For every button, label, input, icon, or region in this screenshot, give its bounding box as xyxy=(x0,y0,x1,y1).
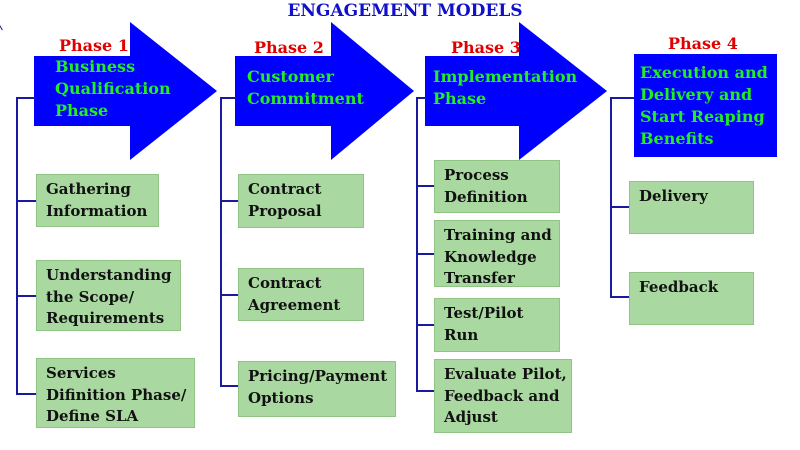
phase-3-item-evaluate-pilot: Evaluate Pilot, Feedback and Adjust xyxy=(434,359,572,433)
phase-1-connector-trunk xyxy=(16,97,18,395)
phase-3-arrow xyxy=(425,22,607,160)
phase-1-heading: Business Qualification Phase xyxy=(55,57,171,120)
phase-4-connector-trunk xyxy=(610,97,612,298)
phase-4-connector-2 xyxy=(610,296,629,298)
phase-3-connector-1 xyxy=(416,185,434,187)
phase-2-item-contract-agreement: Contract Agreement xyxy=(238,268,364,321)
phase-4-item-delivery: Delivery xyxy=(629,181,754,234)
phase-4-connector-1 xyxy=(610,206,629,208)
phase-3-label: Phase 3 xyxy=(451,38,521,57)
phase-3-connector-2 xyxy=(416,253,434,255)
phase-1-arrow xyxy=(34,22,217,160)
phase-4-connector-top xyxy=(610,97,634,99)
phase-3-item-process-definition: Process Definition xyxy=(434,160,560,213)
phase-2-heading: Customer Commitment xyxy=(247,67,364,108)
phase-2-connector-trunk xyxy=(220,97,222,387)
phase-2-connector-2 xyxy=(220,294,238,296)
phase-2-item-pricing-payment: Pricing/Payment Options xyxy=(238,361,396,417)
phase-3-item-training-transfer: Training and Knowledge Transfer xyxy=(434,220,560,287)
phase-4-label: Phase 4 xyxy=(668,34,738,53)
phase-2-arrow xyxy=(235,22,414,160)
phase-1-item-understanding-scope: Understanding the Scope/ Requirements xyxy=(36,260,181,331)
phase-2-connector-1 xyxy=(220,200,238,202)
phase-3-connector-4 xyxy=(416,390,434,392)
phase-2-connector-3 xyxy=(220,385,238,387)
phase-4-box xyxy=(634,54,777,157)
phase-2-label: Phase 2 xyxy=(254,38,324,57)
phase-1-label: Phase 1 xyxy=(59,36,129,55)
phase-1-item-gathering-information: Gathering Information xyxy=(36,174,159,227)
phase-1-item-services-definition: Services Difinition Phase/ Define SLA xyxy=(36,358,195,428)
phase-3-connector-trunk xyxy=(416,97,418,392)
phase-4-item-feedback: Feedback xyxy=(629,272,754,325)
phase-2-connector-top xyxy=(220,97,236,99)
phase-1-connector-3 xyxy=(16,393,36,395)
phase-1-connector-top xyxy=(16,97,36,99)
phase-1-connector-2 xyxy=(16,295,36,297)
phase-3-connector-top xyxy=(416,97,426,99)
corner-mark xyxy=(0,21,9,31)
phase-3-heading: Implementation Phase xyxy=(433,67,578,108)
phase-3-item-test-pilot-run: Test/Pilot Run xyxy=(434,298,560,352)
phase-1-connector-1 xyxy=(16,200,36,202)
phase-3-connector-3 xyxy=(416,324,434,326)
diagram-title: ENGAGEMENT MODELS xyxy=(287,1,523,21)
phase-2-item-contract-proposal: Contract Proposal xyxy=(238,174,364,228)
phase-4-heading: Execution and Delivery and Start Reaping… xyxy=(640,63,768,148)
